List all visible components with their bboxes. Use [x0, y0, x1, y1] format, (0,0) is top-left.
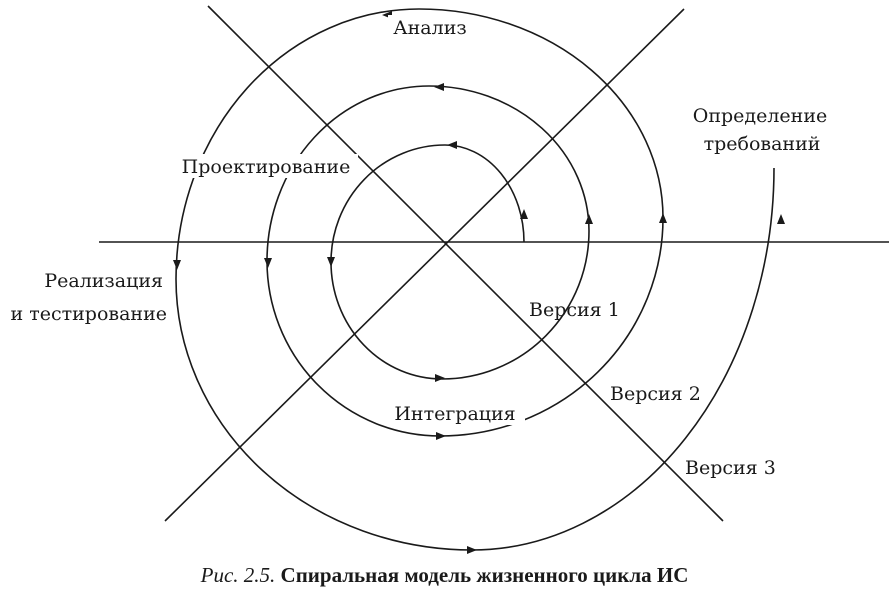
diagonal-axis-ascending — [164, 8, 685, 522]
figure-caption: Рис. 2.5. Спиральная модель жизненного ц… — [0, 563, 889, 588]
arrowhead-version3-up — [777, 214, 785, 224]
diagonal-axis-descending — [207, 5, 724, 522]
arrowhead-inner-top — [447, 141, 457, 149]
figure-number: Рис. 2.5. — [200, 563, 276, 587]
arrowhead-outer-bottom — [467, 546, 477, 554]
arrowhead-middle-left — [264, 258, 272, 268]
requirements-label-line2: требований — [704, 133, 821, 155]
analysis-label: Анализ — [393, 17, 466, 39]
integration-label: Интеграция — [394, 403, 515, 425]
arrowhead-middle-top — [434, 83, 444, 91]
version3-label: Версия 3 — [685, 457, 776, 479]
integration-label-bg — [385, 401, 525, 425]
implementation-label-line2: и тестирование — [11, 303, 167, 325]
design-label: Проектирование — [182, 156, 351, 178]
figure-title: Спиральная модель жизненного цикла ИС — [280, 563, 689, 587]
arrowhead-version1-up — [585, 214, 593, 224]
arrowhead-outer-left — [173, 260, 181, 270]
arrowhead-inner-bottom — [435, 374, 445, 382]
version2-label: Версия 2 — [610, 383, 701, 405]
arrowhead-version2-up — [659, 213, 667, 223]
arrowhead-start — [520, 209, 528, 219]
analysis-label-bg — [388, 15, 473, 39]
arrowhead-inner-left — [327, 257, 335, 267]
design-label-bg — [173, 154, 358, 178]
requirements-label-line1: Определение — [693, 105, 827, 127]
version1-label: Версия 1 — [529, 299, 620, 321]
implementation-label-line1: Реализация — [44, 270, 163, 292]
arrowhead-middle-bottom — [436, 432, 446, 440]
